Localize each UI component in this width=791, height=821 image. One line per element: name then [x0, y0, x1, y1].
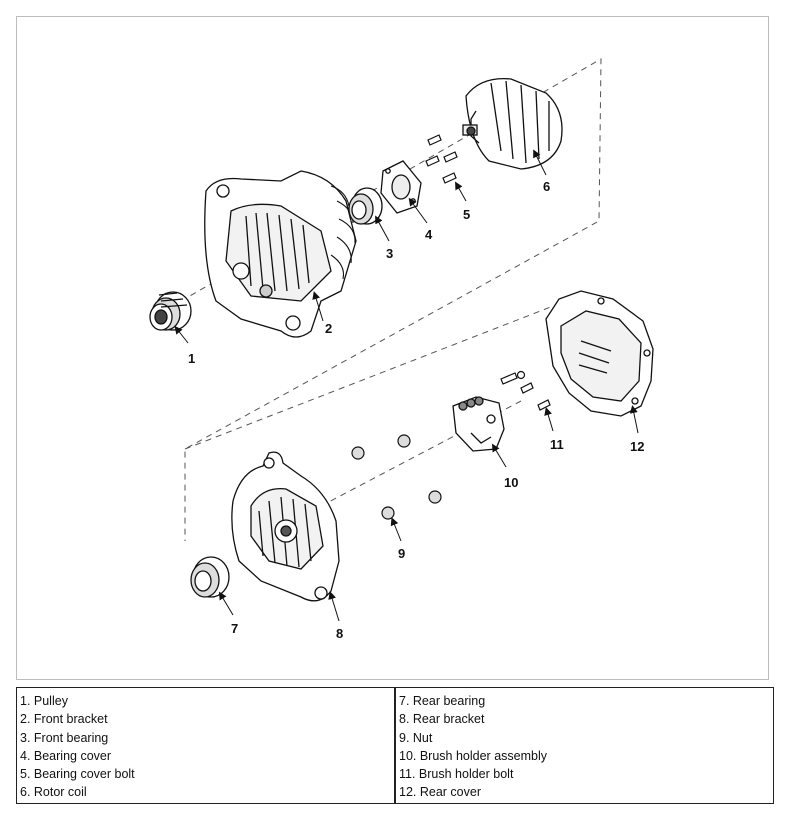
callout-9: 9: [398, 546, 405, 561]
legend-item: 2. Front bracket: [20, 712, 108, 727]
legend-item: 1. Pulley: [20, 694, 68, 708]
leader-11: [544, 407, 554, 432]
bearing-cover-part: [380, 160, 422, 214]
callout-2: 2: [325, 321, 332, 336]
callout-7: 7: [231, 621, 238, 636]
parts-legend-table: 1. Pulley 2. Front bracket 3. Front bear…: [16, 687, 774, 804]
rotor-coil-part: [462, 77, 563, 170]
leader-6: [533, 149, 547, 176]
legend-item: 9. Nut: [399, 730, 433, 745]
front-bearing-part: [348, 187, 383, 225]
callout-12: 12: [630, 439, 644, 454]
legend-column-left: 1. Pulley 2. Front bracket 3. Front bear…: [17, 688, 394, 803]
leader-8: [328, 591, 340, 622]
leader-7: [218, 591, 234, 616]
legend-item: 3. Front bearing: [20, 730, 109, 745]
legend-item: 7. Rear bearing: [399, 694, 486, 708]
callout-5: 5: [463, 207, 470, 222]
brush-holder-assembly-part: [452, 396, 505, 452]
front-bracket-part: [204, 170, 357, 338]
leader-4: [408, 197, 428, 224]
leader-10: [491, 443, 507, 468]
callout-6: 6: [543, 179, 550, 194]
callout-8: 8: [336, 626, 343, 641]
bearing-cover-bolts-part: [425, 134, 458, 184]
legend-item: 8. Rear bracket: [399, 712, 485, 727]
nuts-part: [351, 434, 442, 520]
legend-column-right: 7. Rear bearing 8. Rear bracket 9. Nut 1…: [394, 688, 773, 803]
exploded-view-figure: 1 2 3 4 5 6 7 8 9 10 11 12: [16, 16, 769, 680]
alternator-exploded-diagram: 1 2 3 4 5 6 7 8 9 10 11 12: [149, 58, 654, 641]
leader-3: [375, 215, 390, 242]
brush-holder-bolts-part: [500, 370, 551, 411]
callout-3: 3: [386, 246, 393, 261]
legend-item: 12. Rear cover: [399, 785, 481, 800]
leader-9: [390, 517, 402, 542]
callout-4: 4: [425, 227, 433, 242]
leader-12: [629, 405, 639, 434]
legend-item: 10. Brush holder assembly: [399, 748, 547, 763]
rear-bracket-part: [231, 451, 340, 602]
callout-1: 1: [188, 351, 195, 366]
rear-bearing-part: [190, 556, 230, 598]
pulley-part: [149, 291, 192, 331]
leader-2: [312, 291, 324, 322]
legend-item: 11. Brush holder bolt: [399, 767, 514, 782]
legend-item: 5. Bearing cover bolt: [20, 767, 135, 782]
leader-5: [455, 181, 467, 202]
legend-item: 4. Bearing cover: [20, 748, 112, 763]
callout-11: 11: [550, 437, 564, 452]
callout-10: 10: [504, 475, 518, 490]
leader-1: [174, 325, 189, 344]
rear-cover-part: [545, 290, 654, 417]
legend-item: 6. Rotor coil: [20, 785, 87, 800]
